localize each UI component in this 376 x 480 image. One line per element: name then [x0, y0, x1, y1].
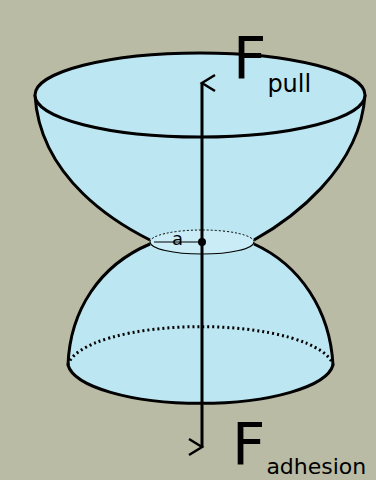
radius-label: a [172, 230, 183, 248]
force-subscript: pull [267, 72, 311, 96]
center-dot [198, 238, 206, 246]
upper-bowl-rim [35, 53, 365, 137]
force-arrow [201, 83, 204, 447]
force-symbol: F [232, 416, 265, 474]
force-subscript: adhesion [266, 456, 366, 478]
force-symbol: F [233, 30, 266, 88]
upper-bowl [35, 53, 365, 252]
